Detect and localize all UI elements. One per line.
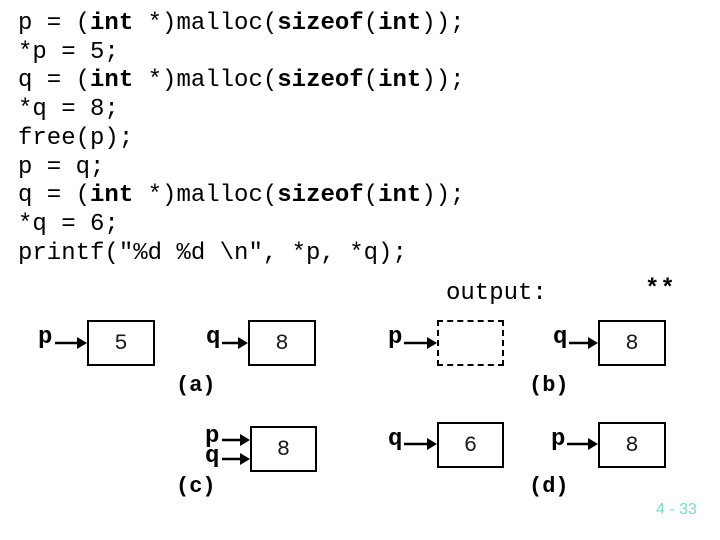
code-keyword: int [378,182,422,210]
code-line: free(p); [18,125,465,154]
pointer-label-q: q [206,324,221,351]
code-line: printf("%d %d \n", *p, *q); [18,240,465,269]
code-text: )); [421,67,465,95]
memory-box-a-p: 5 [87,320,155,366]
memory-value: 6 [463,432,478,458]
pointer-arrow-icon [55,337,87,349]
code-text: *q = 6; [18,210,119,238]
pointer-label-q: q [388,426,403,453]
memory-box-d-p: 8 [598,422,666,468]
memory-box-b-q: 8 [598,320,666,366]
diagram-caption-a: (a) [176,373,216,398]
code-line: *q = 6; [18,211,465,240]
code-text: *p = 5; [18,38,119,66]
memory-value: 8 [276,436,291,462]
memory-box-a-q: 8 [248,320,316,366]
code-line: p = q; [18,154,465,183]
code-text: q = ( [18,182,91,210]
code-text: q = ( [18,67,91,95]
memory-box-b-p-freed [437,320,504,366]
code-keyword: sizeof [277,67,364,95]
code-text: ( [363,182,379,210]
code-text: p = ( [18,10,91,37]
code-keyword: int [90,182,134,210]
diagram-caption-c: (c) [176,474,216,499]
code-text: *q = 8; [18,96,119,124]
code-line: p = (int *)malloc(sizeof(int)); [18,10,465,39]
pointer-arrow-icon [222,453,250,465]
code-line: q = (int *)malloc(sizeof(int)); [18,182,465,211]
diagram-caption-d: (d) [529,474,569,499]
memory-value: 5 [114,330,128,356]
code-text: printf("%d %d \n", *p, *q); [18,239,407,267]
code-keyword: sizeof [277,182,364,210]
code-text: ( [363,67,379,95]
code-line: q = (int *)malloc(sizeof(int)); [18,67,465,96]
code-text: ( [363,10,379,37]
code-text: p = q; [18,153,105,181]
code-text: free(p); [18,124,134,152]
code-line: *p = 5; [18,39,465,68]
code-block: p = (int *)malloc(sizeof(int));*p = 5;q … [18,10,465,268]
pointer-label-p: p [388,324,403,351]
memory-value: 8 [625,432,639,458]
code-text: )); [421,10,465,37]
code-keyword: int [90,10,134,37]
code-keyword: int [90,67,134,95]
pointer-arrow-icon [567,438,598,450]
code-text: *)malloc( [133,10,278,37]
memory-value: 8 [625,330,639,356]
page-number: 4 - 33 [656,501,697,518]
pointer-arrow-icon [222,434,250,446]
pointer-arrow-icon [404,337,437,349]
pointer-label-p: p [551,426,566,453]
code-keyword: sizeof [277,10,364,37]
pointer-label-p: p [38,324,53,351]
code-text: )); [421,182,465,210]
code-line: *q = 8; [18,96,465,125]
code-text: *)malloc( [133,67,278,95]
stars-annotation: ** [645,276,676,303]
memory-box-d-q: 6 [437,422,504,468]
output-label: output: [446,280,547,307]
code-keyword: int [378,67,422,95]
code-keyword: int [378,10,422,37]
pointer-label-q: q [205,443,220,470]
pointer-label-q: q [553,324,568,351]
code-text: *)malloc( [133,182,278,210]
pointer-arrow-icon [222,337,248,349]
memory-value: 8 [275,330,289,356]
pointer-arrow-icon [569,337,598,349]
pointer-arrow-icon [404,438,437,450]
diagram-caption-b: (b) [529,373,569,398]
pointer-label-p: p [205,423,220,450]
memory-box-c-shared: 8 [250,426,317,472]
